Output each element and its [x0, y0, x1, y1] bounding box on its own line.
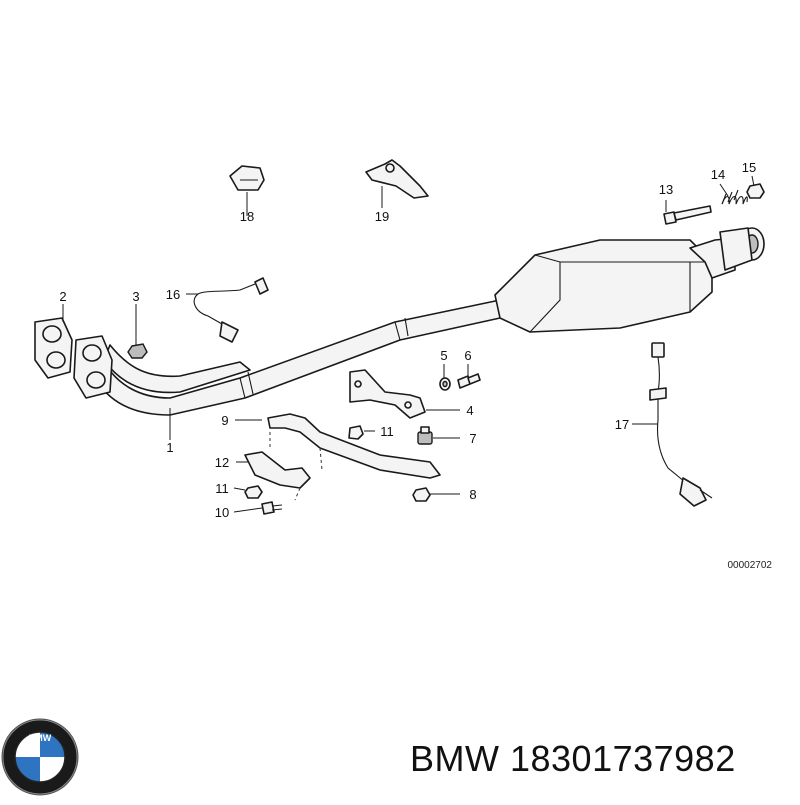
callout-18: 18: [240, 209, 254, 224]
callout-12: 12: [215, 455, 229, 470]
callout-13: 13: [659, 182, 673, 197]
diagram-reference-number: 00002702: [728, 560, 773, 571]
callout-1: 1: [166, 440, 173, 455]
callout-8: 8: [469, 487, 476, 502]
callout-labels: 2 3 1 16 18 19 13 14 15 17 5 6 4 7 8 9 1…: [59, 160, 756, 520]
washer-5: [439, 377, 451, 391]
sensor-17: [649, 342, 713, 507]
rubber-mount: [417, 426, 433, 445]
bmw-logo: BMW: [1, 718, 79, 796]
oxygen-sensor-16: [193, 277, 269, 343]
callout-10: 10: [215, 505, 229, 520]
brand-part-number: BMW 18301737982: [410, 738, 736, 779]
callout-3: 3: [132, 289, 139, 304]
spring-14: [721, 189, 748, 205]
nut-11-lower: [244, 485, 263, 499]
callout-6: 6: [464, 348, 471, 363]
callout-16: 16: [166, 287, 180, 302]
callout-2: 2: [59, 289, 66, 304]
nut-8: [412, 487, 431, 502]
front-pipe: [91, 299, 501, 416]
callout-9: 9: [221, 413, 228, 428]
callout-11-upper: 11: [380, 424, 394, 439]
callout-11-lower: 11: [215, 481, 229, 496]
manifold-flange: [34, 317, 113, 399]
clip-18: [229, 165, 265, 191]
callout-14: 14: [711, 167, 725, 182]
callout-15: 15: [742, 160, 756, 175]
leader-lines: [62, 175, 755, 513]
flange-nut: [127, 343, 148, 359]
callout-4: 4: [466, 403, 473, 418]
callout-7: 7: [469, 431, 476, 446]
bolt-10: [261, 501, 283, 515]
logo-text: BMW: [29, 733, 52, 743]
hanger-bracket: [244, 413, 441, 501]
bolt-13: [663, 205, 712, 225]
callout-19: 19: [375, 209, 389, 224]
catalytic-converter: [494, 227, 765, 333]
support-bracket: [349, 369, 426, 419]
callout-5: 5: [440, 348, 447, 363]
nut-11-upper: [348, 425, 364, 440]
hanger-19: [365, 159, 429, 199]
screw-6: [457, 373, 481, 389]
nut-15: [746, 183, 765, 199]
callout-17: 17: [615, 417, 629, 432]
